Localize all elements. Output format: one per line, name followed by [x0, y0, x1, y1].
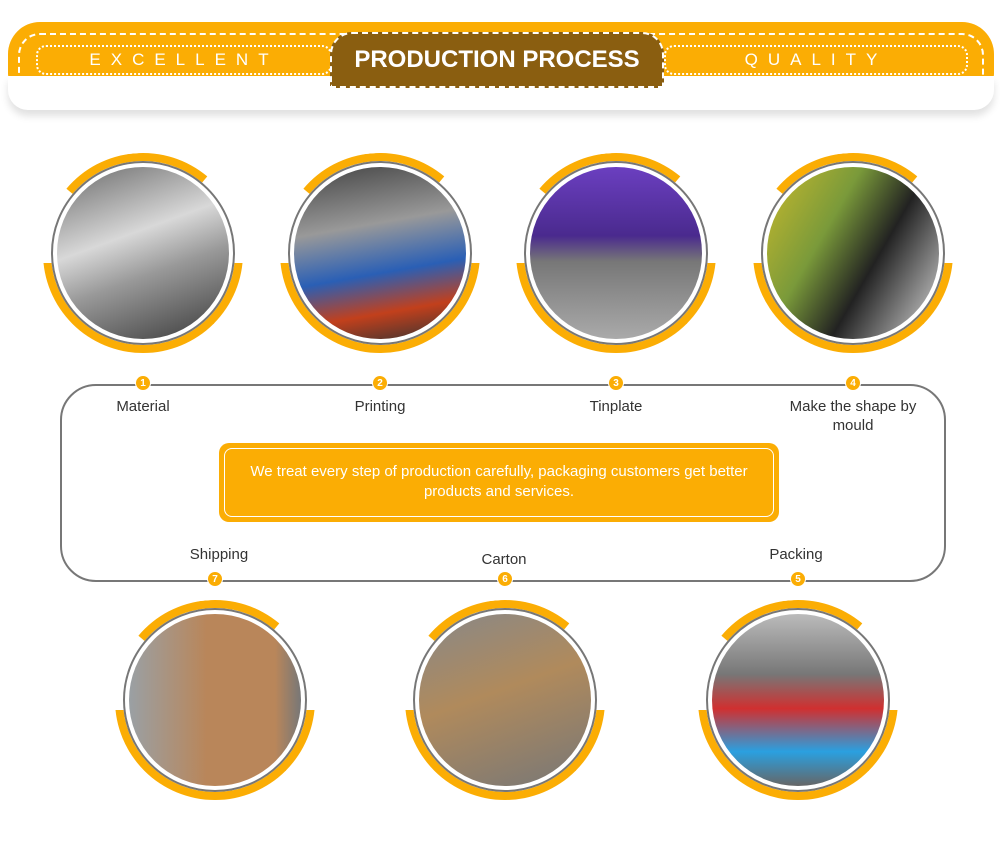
page-title: PRODUCTION PROCESS	[330, 32, 664, 88]
message-box: We treat every step of production carefu…	[219, 443, 779, 522]
step-photo-material	[34, 144, 252, 362]
step-number-2: 2	[372, 375, 388, 391]
step-number-4: 4	[845, 375, 861, 391]
header-quality: QUALITY	[664, 45, 968, 75]
step-label-shipping: Shipping	[189, 546, 249, 563]
message-text: We treat every step of production carefu…	[224, 448, 774, 517]
step-photo-printing	[271, 144, 489, 362]
step-number-5: 5	[790, 571, 806, 587]
step-photo-packing	[689, 591, 907, 809]
step-label-mould: Make the shape by mould	[789, 398, 917, 434]
step-label-packing: Packing	[769, 546, 823, 563]
step-number-1: 1	[135, 375, 151, 391]
step-photo-mould	[744, 144, 962, 362]
step-label-material: Material	[116, 398, 170, 415]
step-photo-shipping	[106, 591, 324, 809]
step-photo-tinplate	[507, 144, 725, 362]
step-label-printing: Printing	[354, 398, 406, 415]
step-label-tinplate: Tinplate	[589, 398, 643, 415]
step-number-7: 7	[207, 571, 223, 587]
step-label-carton: Carton	[481, 551, 527, 568]
header-excellent: EXCELLENT	[36, 45, 332, 75]
step-photo-carton	[396, 591, 614, 809]
step-number-6: 6	[497, 571, 513, 587]
step-number-3: 3	[608, 375, 624, 391]
